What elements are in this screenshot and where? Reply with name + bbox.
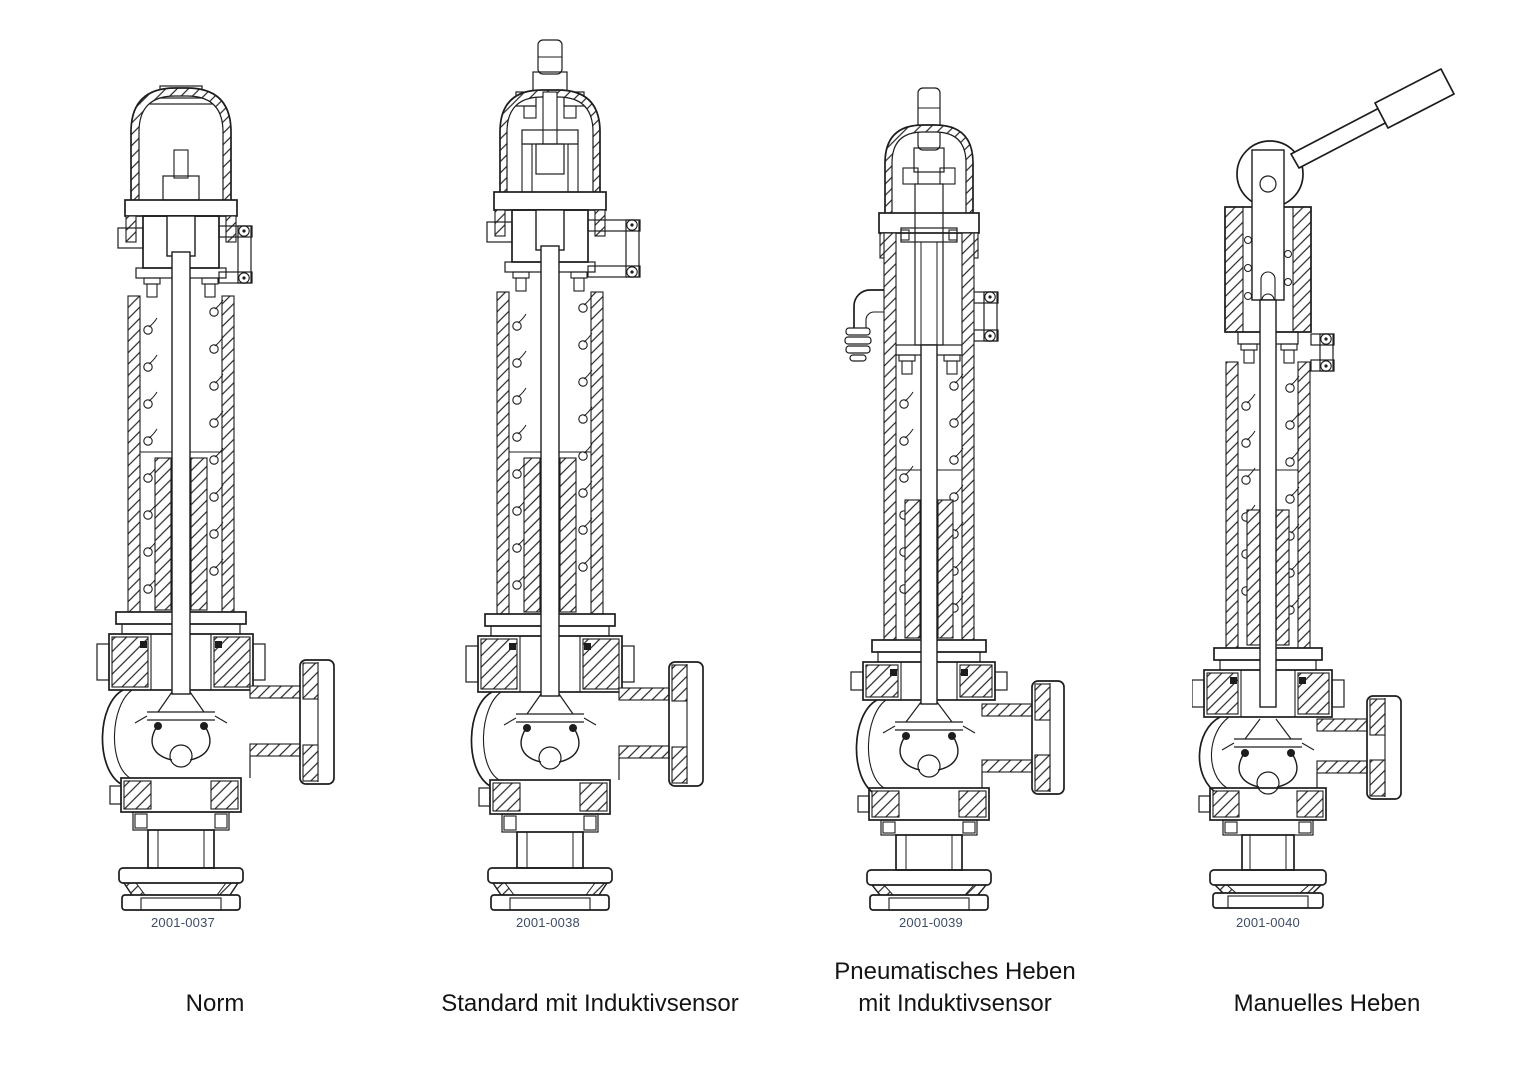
valve-drawing-pneumatisches-heben xyxy=(844,87,1065,911)
valve-cross-section xyxy=(465,39,704,911)
valve-cross-section xyxy=(844,87,1065,911)
figure-manuelles-heben xyxy=(1192,52,1458,924)
figure-number: 2001-0040 xyxy=(1236,915,1300,930)
valve-drawing-standard-induktivsensor xyxy=(465,39,704,911)
valve-cross-section xyxy=(96,85,335,911)
figure-label-norm: Norm xyxy=(185,990,245,1017)
figure-pneumatisches-heben xyxy=(838,80,1073,924)
valve-drawing-norm xyxy=(96,85,335,911)
figure-label-standard: Standard mit Induktivsensor xyxy=(441,990,739,1017)
figure-norm xyxy=(95,78,345,924)
figure-label-manuell: Manuelles Heben xyxy=(1233,990,1421,1017)
valve-drawing-manuelles-heben xyxy=(1192,68,1455,909)
figure-number: 2001-0039 xyxy=(899,915,963,930)
valve-cross-section xyxy=(1192,68,1455,909)
figure-number: 2001-0037 xyxy=(151,915,215,930)
figure-number: 2001-0038 xyxy=(516,915,580,930)
figure-standard-induktivsensor xyxy=(462,32,717,924)
